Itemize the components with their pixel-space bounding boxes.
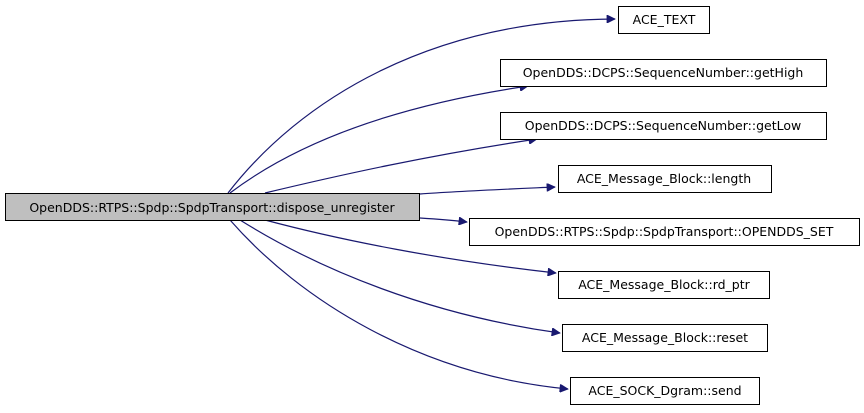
callee-node-label: ACE_Message_Block::reset <box>582 330 748 345</box>
callee-node-box <box>618 6 710 34</box>
root-node-box <box>5 193 420 221</box>
callee-node-send[interactable]: ACE_SOCK_Dgram::send <box>570 377 760 405</box>
callee-node-gethigh[interactable]: OpenDDS::DCPS::SequenceNumber::getHigh <box>500 59 827 87</box>
callee-node-ace-text[interactable]: ACE_TEXT <box>618 6 710 34</box>
callee-node-box <box>500 112 827 140</box>
call-edges <box>227 19 615 389</box>
callee-node-label: OpenDDS::DCPS::SequenceNumber::getLow <box>525 118 801 133</box>
edge-to-ace-text <box>227 19 615 194</box>
edge-to-length <box>419 187 555 195</box>
callee-node-box <box>562 324 768 352</box>
edge-to-getlow <box>264 139 537 194</box>
root-node-label: OpenDDS::RTPS::Spdp::SpdpTransport::disp… <box>29 200 395 215</box>
callee-node-reset[interactable]: ACE_Message_Block::reset <box>562 324 768 352</box>
callee-node-label: ACE_Message_Block::length <box>577 171 751 186</box>
edge-to-reset <box>239 219 560 333</box>
callee-node-label: ACE_Message_Block::rd_ptr <box>578 277 750 292</box>
callee-node-label: OpenDDS::RTPS::Spdp::SpdpTransport::OPEN… <box>495 224 834 239</box>
callee-node-box <box>500 59 827 87</box>
callee-node-opendds-set[interactable]: OpenDDS::RTPS::Spdp::SpdpTransport::OPEN… <box>469 218 860 246</box>
edge-to-opendds-set <box>419 218 467 222</box>
callee-node-length[interactable]: ACE_Message_Block::length <box>558 165 772 193</box>
callee-node-box <box>558 271 770 299</box>
edge-to-send <box>229 219 568 389</box>
callee-node-getlow[interactable]: OpenDDS::DCPS::SequenceNumber::getLow <box>500 112 827 140</box>
callee-node-label: ACE_TEXT <box>633 12 696 27</box>
callee-node-label: OpenDDS::DCPS::SequenceNumber::getHigh <box>523 65 804 80</box>
edge-to-rd-ptr <box>264 219 556 273</box>
callee-node-label: ACE_SOCK_Dgram::send <box>588 383 741 398</box>
callee-node-rd-ptr[interactable]: ACE_Message_Block::rd_ptr <box>558 271 770 299</box>
edge-to-gethigh <box>229 86 528 194</box>
callee-node-box <box>469 218 860 246</box>
callee-node-box <box>570 377 760 405</box>
root-node[interactable]: OpenDDS::RTPS::Spdp::SpdpTransport::disp… <box>5 193 420 221</box>
callee-node-box <box>558 165 772 193</box>
